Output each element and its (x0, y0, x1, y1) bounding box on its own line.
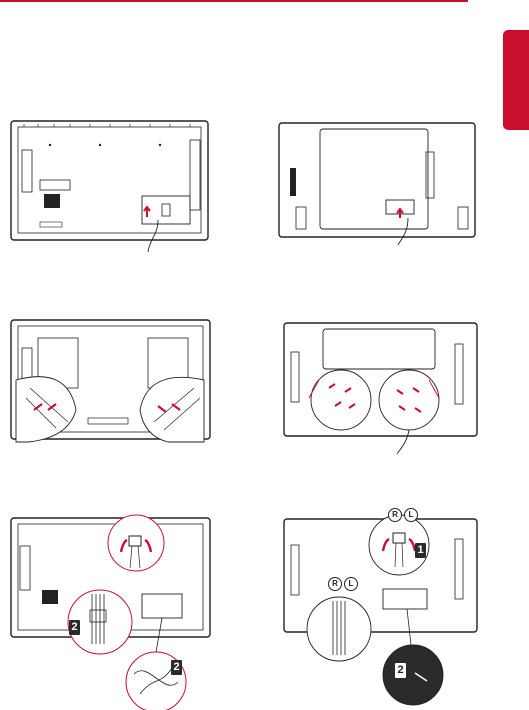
magnifier-circle-icon (383, 645, 443, 705)
step-number-badge: 2 (171, 660, 182, 675)
channel-badge-left: L (404, 508, 418, 522)
power-cable (148, 220, 158, 252)
magnifier-circle-icon (307, 597, 371, 661)
figure-step-3 (8, 318, 218, 448)
step-number-badge: 2 (395, 663, 406, 678)
magnifier-circle-icon (309, 370, 371, 430)
monitor-back-icon (283, 322, 483, 452)
monitor-back-icon (8, 318, 218, 448)
monitor-back-icon (278, 122, 478, 247)
language-tab[interactable] (503, 30, 529, 130)
header-rule (0, 0, 468, 2)
step-number-badge: 1 (415, 543, 426, 558)
figure-step-1 (10, 120, 210, 250)
monitor-back-icon (8, 510, 218, 710)
figure-step-2 (278, 122, 478, 247)
figure-step-5: 2 2 (8, 510, 218, 710)
channel-badge-left: L (344, 577, 358, 591)
step-number-badge: 2 (69, 620, 80, 635)
channel-badge-right: R (328, 577, 342, 591)
figure-step-6: R L 1 R L 2 (283, 505, 483, 710)
channel-badge-right: R (388, 508, 402, 522)
arrow-up-icon (397, 209, 403, 218)
monitor-back-icon (10, 120, 210, 250)
arrow-up-icon (144, 207, 150, 217)
figure-step-4 (283, 322, 483, 452)
magnifier-circle-icon (108, 515, 164, 571)
monitor-back-icon (283, 505, 483, 710)
magnifier-circle-icon (379, 370, 439, 430)
magnifier-circle-icon (140, 377, 204, 442)
